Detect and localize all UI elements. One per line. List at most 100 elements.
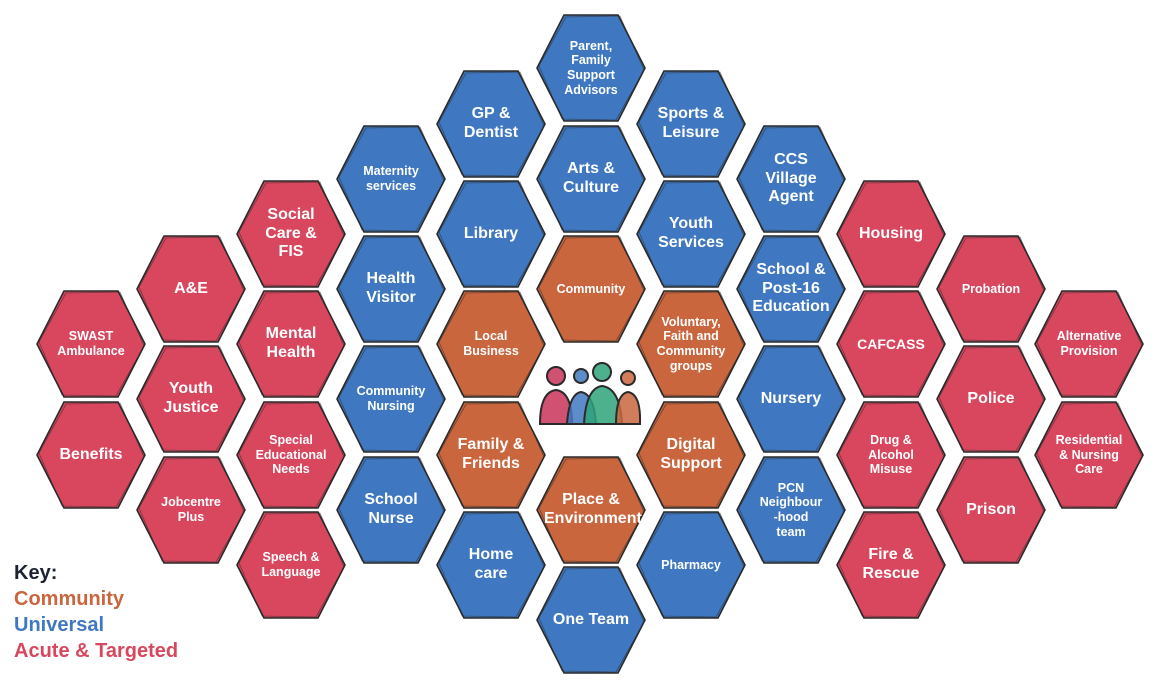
hex-library: Library <box>434 178 548 290</box>
hex-label: Library <box>463 224 519 242</box>
hex-shape <box>836 180 946 288</box>
key-acute-targeted: Acute & Targeted <box>14 640 179 662</box>
hex-label: Local Business <box>463 329 519 358</box>
hex-label: School Nurse <box>364 491 418 527</box>
hex-label: CCS Village Agent <box>765 150 817 206</box>
hex-shape <box>936 235 1046 343</box>
hex-community: Community <box>534 233 648 345</box>
hex-sports-leisure: Sports & Leisure <box>634 68 748 180</box>
hex-shape <box>136 235 246 343</box>
hex-benefits: Benefits <box>34 399 148 511</box>
hex-alternative-provision: Alternative Provision <box>1032 288 1146 400</box>
hex-label: Home care <box>468 546 514 582</box>
hex-pharmacy: Pharmacy <box>634 509 748 621</box>
hex-label: Voluntary, Faith and Community groups <box>656 314 726 373</box>
hex-label: Youth Justice <box>163 380 219 416</box>
hex-label: Place & Environment <box>544 491 642 527</box>
hex-shape <box>936 456 1046 564</box>
hex-shape <box>536 566 646 674</box>
hex-shape <box>236 180 346 288</box>
hex-cafcass: CAFCASS <box>834 288 948 400</box>
hex-special-educational-needs: Special Educational Needs <box>234 399 348 511</box>
hex-label: Drug & Alcohol Misuse <box>868 432 914 477</box>
hex-shape <box>336 345 446 453</box>
hex-label: Community <box>556 281 626 296</box>
hex-place-environment: Place & Environment <box>534 454 648 566</box>
hex-family-friends: Family & Friends <box>434 399 548 511</box>
hex-nursery: Nursery <box>734 343 848 455</box>
hex-label: Probation <box>961 281 1021 296</box>
key-community: Community <box>14 588 124 610</box>
hex-label: PCN Neighbour -hood team <box>759 480 823 539</box>
key-universal: Universal <box>14 614 105 636</box>
hex-shape <box>1034 401 1144 509</box>
hex-label: Sports & Leisure <box>657 105 725 141</box>
hex-parent-family-support-advisors: Parent, Family Support Advisors <box>534 12 648 124</box>
hex-voluntary-faith-community: Voluntary, Faith and Community groups <box>634 288 748 400</box>
hex-label: CAFCASS <box>857 335 925 352</box>
hex-youth-services: Youth Services <box>634 178 748 290</box>
hex-label: Prison <box>966 500 1016 518</box>
hex-label: School & Post-16 Education <box>752 260 830 316</box>
hex-shape <box>536 235 646 343</box>
hex-shape <box>636 401 746 509</box>
hex-shape <box>436 290 546 398</box>
hex-shape <box>36 401 146 509</box>
hex-school-post16-education: School & Post-16 Education <box>734 233 848 345</box>
family-people-icon <box>538 362 642 425</box>
hex-label: Police <box>967 389 1015 407</box>
hex-drug-alcohol-misuse: Drug & Alcohol Misuse <box>834 399 948 511</box>
hex-label: Nursery <box>760 389 822 407</box>
hex-speech-language: Speech & Language <box>234 509 348 621</box>
hex-label: One Team <box>552 610 630 628</box>
hex-shape <box>736 125 846 233</box>
hex-pcn-neighbourhood-team: PCN Neighbour -hood team <box>734 454 848 566</box>
hex-shape <box>736 235 846 343</box>
hex-shape <box>736 345 846 453</box>
hex-shape <box>1034 290 1144 398</box>
hex-label: Parent, Family Support Advisors <box>564 38 618 97</box>
hex-shape <box>136 345 246 453</box>
hex-shape <box>636 180 746 288</box>
hex-label: Youth Services <box>658 215 724 251</box>
hex-label: Housing <box>859 224 923 242</box>
hex-label: Health Visitor <box>366 270 416 306</box>
hex-community-nursing: Community Nursing <box>334 343 448 455</box>
hex-shape <box>436 180 546 288</box>
hex-label: Jobcentre Plus <box>161 495 221 524</box>
hex-shape <box>436 401 546 509</box>
hex-social-care-fis: Social Care & FIS <box>234 178 348 290</box>
hex-jobcentre-plus: Jobcentre Plus <box>134 454 248 566</box>
hex-shape <box>436 511 546 619</box>
hex-swast-ambulance: SWAST Ambulance <box>34 288 148 400</box>
hex-one-team: One Team <box>534 564 648 676</box>
hex-shape <box>536 14 646 122</box>
hex-shape <box>836 511 946 619</box>
hex-gp-dentist: GP & Dentist <box>434 68 548 180</box>
hex-label: Fire & Rescue <box>862 546 920 582</box>
hex-shape <box>236 401 346 509</box>
hex-label: A&E <box>174 279 208 297</box>
hex-label: GP & Dentist <box>463 105 519 141</box>
hex-label: Digital Support <box>660 436 722 472</box>
hex-label: Maternity services <box>363 164 419 193</box>
hex-shape <box>636 290 746 398</box>
hex-ccs-village-agent: CCS Village Agent <box>734 123 848 235</box>
hex-digital-support: Digital Support <box>634 399 748 511</box>
hex-fire-rescue: Fire & Rescue <box>834 509 948 621</box>
hex-shape <box>636 511 746 619</box>
hex-label: Speech & Language <box>261 550 321 579</box>
hex-shape <box>336 125 446 233</box>
hex-maternity-services: Maternity services <box>334 123 448 235</box>
key-title: Key: <box>14 562 58 584</box>
hex-shape <box>936 345 1046 453</box>
hex-local-business: Local Business <box>434 288 548 400</box>
hex-shape <box>236 290 346 398</box>
legend-key: Key: Community Universal Acute & Targete… <box>14 560 178 664</box>
hex-shape <box>536 456 646 564</box>
hex-shape <box>736 456 846 564</box>
hex-label: Family & Friends <box>457 436 525 472</box>
hex-shape <box>236 511 346 619</box>
hex-label: SWAST Ambulance <box>57 329 125 358</box>
